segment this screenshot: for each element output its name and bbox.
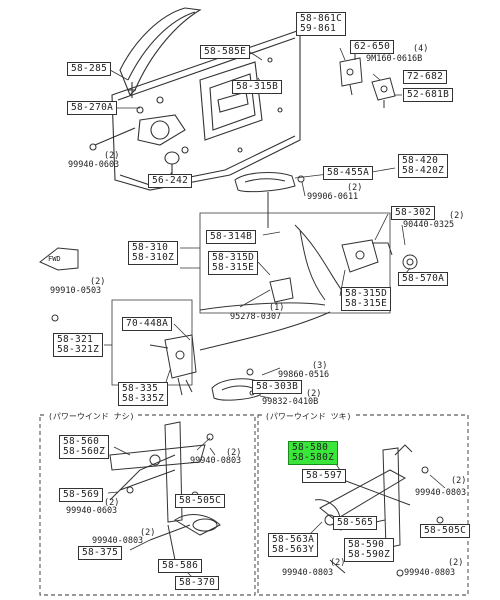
callout-58-569[interactable]: 58-569 bbox=[59, 488, 104, 502]
callout-58-270a[interactable]: 58-270A bbox=[67, 101, 118, 115]
qty-2-i: (2) bbox=[140, 528, 156, 538]
callout-58-302[interactable]: 58-302 bbox=[391, 206, 436, 220]
qty-2-l: (2) bbox=[448, 558, 464, 568]
qty-2-f: (2) bbox=[306, 389, 322, 399]
part-99940-0603-b: 99940-0603 bbox=[66, 506, 118, 516]
callout-58-455a[interactable]: 58-455A bbox=[323, 166, 374, 180]
qty-2-h: (2) bbox=[104, 498, 120, 508]
front-arrow-label: FWD bbox=[48, 255, 61, 263]
lock-assembly-frame bbox=[180, 212, 418, 351]
section-title-right: (パワーウインド ツキ) bbox=[263, 411, 354, 422]
callout-58-586[interactable]: 58-586 bbox=[158, 559, 203, 573]
callout-58-505c-right[interactable]: 58-505C bbox=[420, 524, 471, 538]
callout-62-650[interactable]: 62-650 bbox=[350, 40, 395, 54]
part-99906-0611: 99906-0611 bbox=[307, 192, 359, 202]
inner-handle-illustration bbox=[211, 368, 263, 401]
callout-58-315b[interactable]: 58-315B bbox=[232, 80, 283, 94]
part-99940-0803-c: 99940-0803 bbox=[415, 488, 467, 498]
qty-2-c: (2) bbox=[449, 211, 465, 221]
qty-2-b: (2) bbox=[347, 183, 363, 193]
qty-2-d: (2) bbox=[90, 277, 106, 287]
door-panel-illustration bbox=[89, 7, 301, 191]
callout-58-375[interactable]: 58-375 bbox=[78, 546, 123, 560]
part-90440-0325: 90440-0325 bbox=[403, 220, 455, 230]
qty-2-a: (2) bbox=[104, 151, 120, 161]
qty-2-k: (2) bbox=[330, 558, 346, 568]
part-99940-0803-d: 99940-0803 bbox=[282, 568, 334, 578]
callout-58-505c-left[interactable]: 58-505C bbox=[175, 494, 226, 508]
callout-58-370[interactable]: 58-370 bbox=[175, 576, 220, 590]
part-99940-0803-a: 99940-0803 bbox=[190, 456, 242, 466]
callout-58-597[interactable]: 58-597 bbox=[302, 469, 347, 483]
callout-58-570a[interactable]: 58-570A bbox=[398, 272, 449, 286]
section-frame-right bbox=[257, 414, 469, 596]
part-99940-0803-e: 99940-0803 bbox=[404, 568, 456, 578]
front-arrow bbox=[39, 247, 79, 271]
callout-72-682[interactable]: 72-682 bbox=[403, 70, 448, 84]
callout-58-285[interactable]: 58-285 bbox=[67, 62, 112, 76]
callout-58-314b[interactable]: 58-314B bbox=[206, 230, 257, 244]
callout-56-242[interactable]: 56-242 bbox=[148, 174, 193, 188]
callout-70-448a[interactable]: 70-448A bbox=[122, 317, 173, 331]
latch-illustration bbox=[51, 299, 197, 396]
callout-58-303b[interactable]: 58-303B bbox=[252, 380, 303, 394]
part-99910-0503: 99910-0503 bbox=[50, 286, 102, 296]
qty-4: (4) bbox=[413, 44, 429, 54]
callout-52-681b[interactable]: 52-681B bbox=[403, 88, 454, 102]
outer-handle-illustration bbox=[234, 172, 305, 228]
qty-2-j: (2) bbox=[451, 476, 467, 486]
part-99860-0516: 99860-0516 bbox=[278, 370, 330, 380]
qty-1: (1) bbox=[269, 303, 285, 313]
part-9m160-0616b: 9M160-0616B bbox=[366, 54, 423, 64]
part-99940-0603-a: 99940-0603 bbox=[68, 160, 120, 170]
qty-2-g: (2) bbox=[226, 448, 242, 458]
part-99940-0803-b: 99940-0803 bbox=[92, 536, 144, 546]
part-99832-0410b: 99832-0410B bbox=[262, 397, 319, 407]
callout-58-565[interactable]: 58-565 bbox=[333, 516, 378, 530]
part-95278-0307: 95278-0307 bbox=[230, 312, 282, 322]
section-frame-left bbox=[39, 414, 256, 596]
callout-58-585e[interactable]: 58-585E bbox=[200, 45, 251, 59]
section-title-left: (パワーウインド ナシ) bbox=[46, 411, 137, 422]
qty-3: (3) bbox=[312, 361, 328, 371]
